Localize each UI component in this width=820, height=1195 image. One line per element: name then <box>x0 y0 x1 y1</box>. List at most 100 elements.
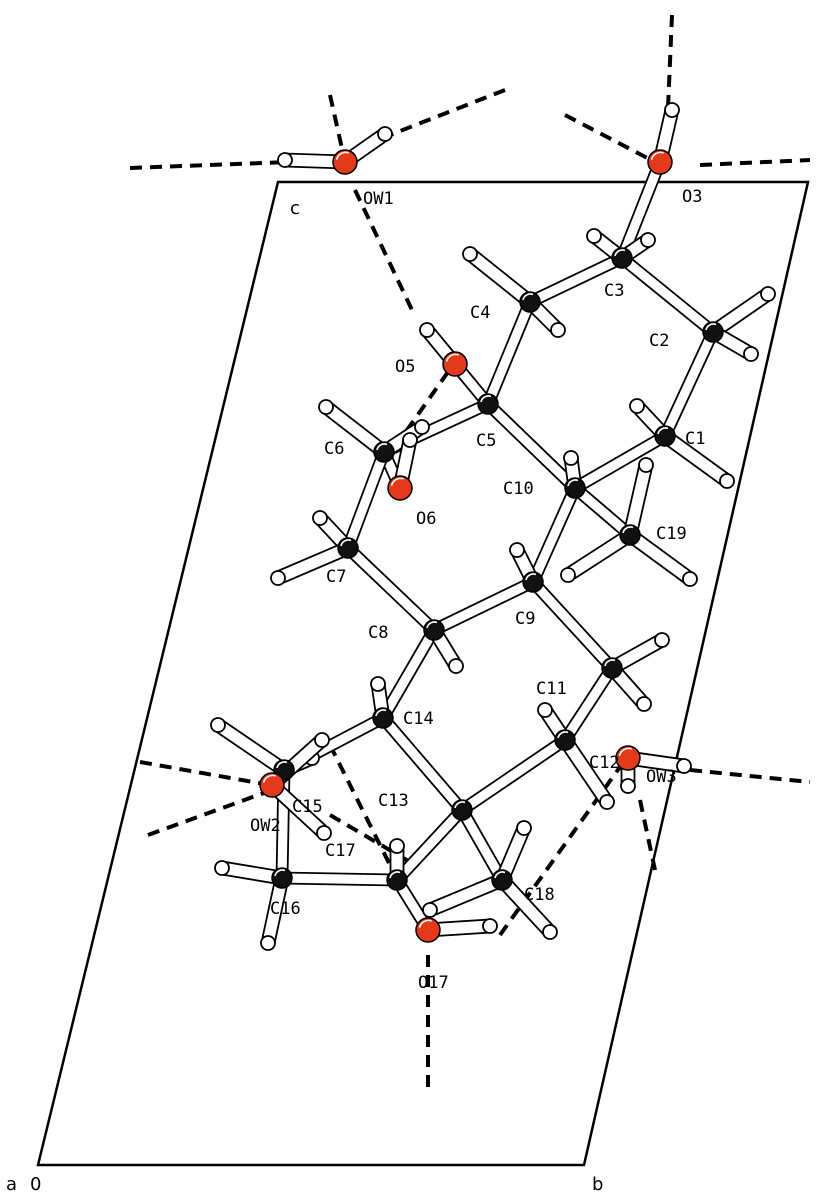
hydrogen-atom <box>636 696 652 712</box>
atom-highlight <box>494 871 506 879</box>
hydrogen-atom <box>560 567 576 583</box>
hydrogen-atom <box>402 432 418 448</box>
atom-c16 <box>271 867 293 889</box>
atom-c19 <box>619 524 641 546</box>
atom-label-c1: C1 <box>685 429 705 449</box>
hydrogen-atom <box>620 778 636 794</box>
atom-c17 <box>386 869 408 891</box>
hydrogen-atom <box>760 286 776 302</box>
atom-label-c2: C2 <box>649 331 669 351</box>
hydrogen-atom <box>214 860 230 876</box>
hydrogen-bond <box>147 788 273 837</box>
atom-label-c15: C15 <box>292 797 323 817</box>
atom-label-c17: C17 <box>325 841 356 861</box>
atom-label-o3: O3 <box>682 187 702 207</box>
hydrogen-bond <box>328 94 347 163</box>
atom-c4 <box>519 291 541 313</box>
atom-highlight <box>525 573 537 581</box>
atom-highlight <box>618 747 632 756</box>
hydrogen-atom <box>640 232 656 248</box>
axis-label-origin: 0 <box>30 1174 41 1195</box>
atom-label-c7: C7 <box>326 567 346 587</box>
hydrogen-atom <box>210 717 226 733</box>
atom-highlight <box>567 479 579 487</box>
atom-highlight <box>705 323 717 331</box>
hydrogen-atom <box>682 571 698 587</box>
atom-label-c4: C4 <box>470 303 490 323</box>
atom-c6 <box>373 441 395 463</box>
atom-label-c12: C12 <box>589 753 620 773</box>
atom-c14 <box>372 707 394 729</box>
hydrogen-bond <box>328 813 412 864</box>
atom-label-c16: C16 <box>270 899 301 919</box>
atom-o6 <box>387 475 413 501</box>
hydrogen-atom <box>719 473 735 489</box>
atom-highlight <box>390 477 404 486</box>
atom-highlight <box>557 731 569 739</box>
atom-c3 <box>611 247 633 269</box>
atom-o3 <box>647 149 673 175</box>
atom-label-o5: O5 <box>395 357 415 377</box>
atom-highlight <box>604 659 616 667</box>
atom-highlight <box>376 443 388 451</box>
atom-o5 <box>442 351 468 377</box>
hydrogen-atom <box>260 935 276 951</box>
bond-c12-c13 <box>457 734 570 816</box>
bond-c4-c5 <box>481 298 537 408</box>
atom-highlight <box>274 869 286 877</box>
hydrogen-atom <box>676 758 692 774</box>
unit-cell-edge <box>36 180 810 1167</box>
atom-ow2 <box>259 772 285 798</box>
hydrogen-atom <box>270 570 286 586</box>
atom-label-o6: O6 <box>416 509 436 529</box>
hydrogen-atom <box>482 918 498 934</box>
hydrogen-atom <box>377 126 393 142</box>
hydrogen-atom <box>629 398 645 414</box>
hydrogen-atom <box>422 902 438 918</box>
hydrogen-atom <box>314 732 330 748</box>
hydrogen-atom <box>419 322 435 338</box>
atom-highlight <box>445 353 459 362</box>
hydrogen-atom <box>509 542 525 558</box>
atom-label-ow3: OW3 <box>646 767 677 787</box>
hydrogen-bond <box>699 158 811 167</box>
atom-ow1 <box>332 149 358 175</box>
hydrogen-atom <box>462 246 478 262</box>
hydrogen-atom <box>537 702 553 718</box>
atom-highlight <box>614 249 626 257</box>
atom-label-c13: C13 <box>378 791 409 811</box>
atom-c12 <box>554 729 576 751</box>
atom-highlight <box>522 293 534 301</box>
atom-highlight <box>340 539 352 547</box>
hydrogen-atom <box>654 632 670 648</box>
bond-c16-c17 <box>280 871 399 887</box>
hydrogen-atom <box>318 399 334 415</box>
bond-c6-c7 <box>341 448 391 552</box>
atom-c2 <box>702 321 724 343</box>
hydrogen-atom <box>389 838 405 854</box>
hydrogen-bond <box>353 189 414 311</box>
hydrogen-bond <box>498 758 627 937</box>
hydrogen-atom <box>563 450 579 466</box>
atom-highlight <box>262 774 276 783</box>
hydrogen-atom <box>743 346 759 362</box>
atom-highlight <box>375 709 387 717</box>
atom-c9 <box>522 571 544 593</box>
atom-highlight <box>454 801 466 809</box>
atom-highlight <box>426 621 438 629</box>
atom-c5 <box>477 393 499 415</box>
atom-c8 <box>423 619 445 641</box>
bond-c1-c10 <box>571 430 669 494</box>
hydrogen-bond <box>129 160 291 170</box>
atom-label-c14: C14 <box>403 709 434 729</box>
hydrogen-bond <box>638 799 657 871</box>
atom-label-c3: C3 <box>604 281 624 301</box>
axis-label-b: b <box>592 1174 603 1195</box>
hydrogen-bond <box>564 113 656 164</box>
atom-highlight <box>418 919 432 928</box>
atom-c11 <box>601 657 623 679</box>
hydrogen-atom <box>542 924 558 940</box>
atom-label-c11: C11 <box>536 679 567 699</box>
